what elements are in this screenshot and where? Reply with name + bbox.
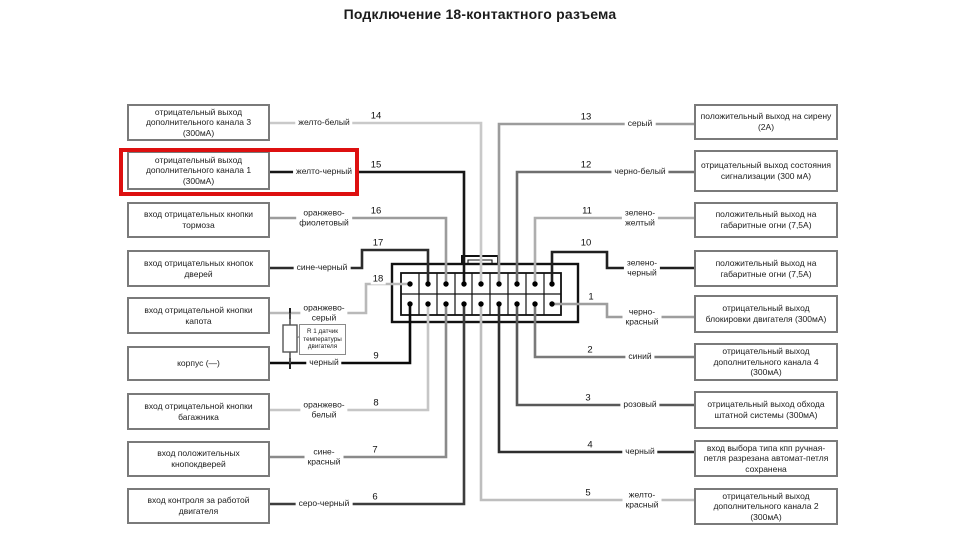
- wire-color-label-pin-12: черно-белый: [611, 166, 669, 178]
- pin-dot: [407, 281, 413, 287]
- pin-number-3: 3: [583, 392, 593, 404]
- pin-dot: [496, 281, 502, 287]
- wire-color-label-pin-1: черно- красный: [622, 306, 662, 328]
- pin-number-5: 5: [583, 487, 593, 499]
- pin-dot: [478, 301, 484, 307]
- pin-number-2: 2: [585, 344, 595, 356]
- pin-dot: [496, 301, 502, 307]
- pin-number-6: 6: [370, 491, 380, 503]
- wire-color-label-pin-9: черный: [306, 357, 342, 369]
- wire-color-label-pin-11: зелено- желтый: [621, 207, 659, 229]
- pin-number-10: 10: [578, 237, 594, 249]
- pin-dot: [549, 281, 555, 287]
- wire-color-label-pin-5: желто- красный: [622, 489, 662, 511]
- pin-number-9: 9: [371, 350, 381, 362]
- pin-dot: [514, 281, 520, 287]
- wire-color-label-pin-2: синий: [625, 351, 655, 363]
- pin-number-14: 14: [368, 110, 384, 122]
- wire-color-label-pin-17: сине-черный: [293, 262, 351, 274]
- terminal-box-pin-6: вход контроля за работой двигателя: [127, 488, 270, 524]
- resistor-r1: [282, 308, 301, 369]
- pin-dot: [514, 301, 520, 307]
- pin-dot: [478, 281, 484, 287]
- terminal-box-pin-18: вход отрицательной кнопки капота: [127, 297, 270, 334]
- wire-color-label-pin-6: серо-черный: [295, 498, 353, 510]
- wire-color-label-pin-10: зелено- черный: [623, 257, 661, 279]
- page-title: Подключение 18-контактного разъема: [343, 6, 617, 22]
- pin-number-12: 12: [578, 159, 594, 171]
- pin-number-8: 8: [371, 397, 381, 409]
- pin-dot: [532, 301, 538, 307]
- pin-number-16: 16: [368, 205, 384, 217]
- terminal-box-pin-12: отрицательный выход состояния сигнализац…: [694, 150, 838, 192]
- terminal-box-pin-16: вход отрицательных кнопки тормоза: [127, 202, 270, 238]
- wire-color-label-pin-18: оранжево- серый: [300, 302, 348, 324]
- pin-number-7: 7: [370, 444, 380, 456]
- pin-dot: [407, 301, 413, 307]
- wire-color-label-pin-15: желто-черный: [293, 166, 355, 178]
- pin-number-1: 1: [586, 291, 596, 303]
- pin-dot: [461, 301, 467, 307]
- terminal-box-pin-4: вход выбора типа кпп ручная-петля разрез…: [694, 440, 838, 477]
- terminal-box-pin-10: положительный выход на габаритные огни (…: [694, 250, 838, 287]
- terminal-box-pin-9: корпус (—): [127, 346, 270, 381]
- terminal-box-pin-5: отрицательный выход дополнительного кана…: [694, 488, 838, 525]
- pin-dot: [443, 281, 449, 287]
- connector-18pin: [390, 255, 580, 324]
- pin-number-15: 15: [368, 159, 384, 171]
- wire-color-label-pin-4: черный: [622, 446, 658, 458]
- pin-dot: [443, 301, 449, 307]
- terminal-box-pin-11: положительный выход на габаритные огни (…: [694, 202, 838, 238]
- pin-number-13: 13: [578, 111, 594, 123]
- wire-color-label-pin-3: розовый: [620, 399, 660, 411]
- pin-dot: [425, 281, 431, 287]
- wire-color-label-pin-8: оранжево- белый: [300, 399, 348, 421]
- wire-color-label-pin-14: желто-белый: [295, 117, 353, 129]
- terminal-box-pin-8: вход отрицательной кнопки багажника: [127, 393, 270, 430]
- resistor-label: R 1 датчик температуры двигателя: [299, 324, 346, 355]
- pin-dots: [407, 281, 555, 307]
- terminal-box-pin-3: отрицательный выход обхода штатной систе…: [694, 391, 838, 429]
- pin-number-4: 4: [585, 439, 595, 451]
- terminal-box-pin-2: отрицательный выход дополнительного кана…: [694, 343, 838, 381]
- pin-dot: [549, 301, 555, 307]
- wire-color-label-pin-13: серый: [624, 118, 656, 130]
- resistor-symbol: [282, 324, 298, 353]
- terminal-box-pin-15: отрицательный выход дополнительного кана…: [127, 151, 270, 190]
- pin-dot: [425, 301, 431, 307]
- pin-number-18: 18: [370, 273, 386, 285]
- pin-dot: [532, 281, 538, 287]
- terminal-box-pin-14: отрицательный выход дополнительного кана…: [127, 104, 270, 141]
- pin-number-17: 17: [370, 237, 386, 249]
- pin-dot: [461, 281, 467, 287]
- wire-line-pin-13: [497, 122, 694, 284]
- pin-grid: [401, 273, 561, 315]
- terminal-box-pin-13: положительный выход на сирену (2А): [694, 104, 838, 140]
- terminal-box-pin-17: вход отрицательных кнопок дверей: [127, 250, 270, 287]
- highlight-box: [119, 148, 359, 196]
- wire-color-label-pin-7: сине- красный: [304, 446, 344, 468]
- pin-number-11: 11: [580, 205, 594, 217]
- wire-color-label-pin-16: оранжево- фиолетовый: [296, 207, 352, 229]
- wire-line-pin-4: [497, 304, 694, 454]
- terminal-box-pin-1: отрицательный выход блокировки двигателя…: [694, 295, 838, 333]
- terminal-box-pin-7: вход положительных кнопокдверей: [127, 441, 270, 477]
